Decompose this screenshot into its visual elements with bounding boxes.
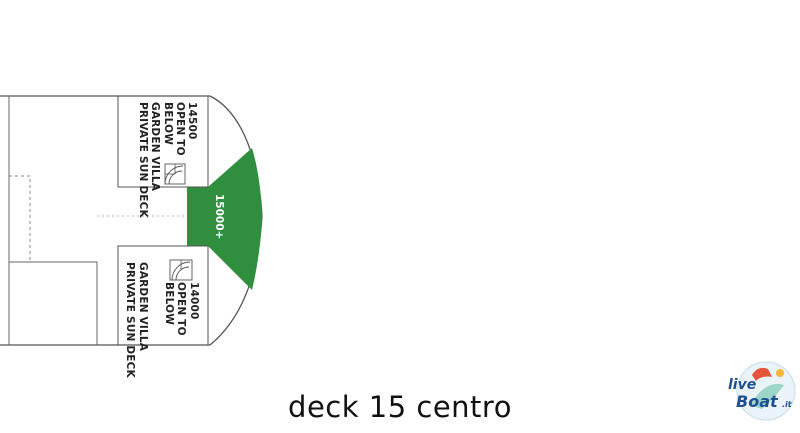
deck-plan: 14500 OPEN TO BELOW GARDEN VILLA PRIVATE…	[0, 95, 263, 379]
room-upper-line3: GARDEN VILLA	[149, 102, 161, 192]
room-lower-line1: OPEN TO	[175, 282, 187, 336]
room-lower-number: 14000	[188, 282, 200, 320]
room-upper-box	[117, 95, 209, 188]
logo-suffix: .it	[782, 400, 793, 409]
room-lower-line4: PRIVATE SUN DECK	[124, 262, 136, 379]
room-lower-line2: BELOW	[163, 282, 175, 325]
liveboat-logo: live Boat .it	[728, 361, 796, 421]
room-lower-line3: GARDEN VILLA	[137, 262, 149, 352]
green-area-15000	[187, 148, 262, 290]
logo-word2: Boat	[736, 392, 779, 411]
room-lower-labels: 14000 OPEN TO BELOW GARDEN VILLA PRIVATE…	[124, 262, 200, 379]
room-upper-number: 14500	[186, 102, 198, 140]
room-lower-box	[117, 245, 209, 346]
spiral-stair-icon	[169, 259, 193, 281]
room-upper-line2: BELOW	[162, 102, 174, 145]
room-upper-labels: 14500 OPEN TO BELOW GARDEN VILLA PRIVATE…	[137, 102, 198, 219]
dashed-wall	[9, 175, 31, 262]
room-upper-line4: PRIVATE SUN DECK	[137, 102, 149, 219]
room-upper-line1: OPEN TO	[174, 102, 186, 156]
inner-wall	[9, 261, 98, 345]
deck-caption: deck 15 centro	[288, 390, 512, 424]
spiral-stair-icon	[164, 163, 186, 185]
green-area-label: 15000+	[213, 194, 225, 239]
logo-word1: live	[728, 377, 756, 393]
